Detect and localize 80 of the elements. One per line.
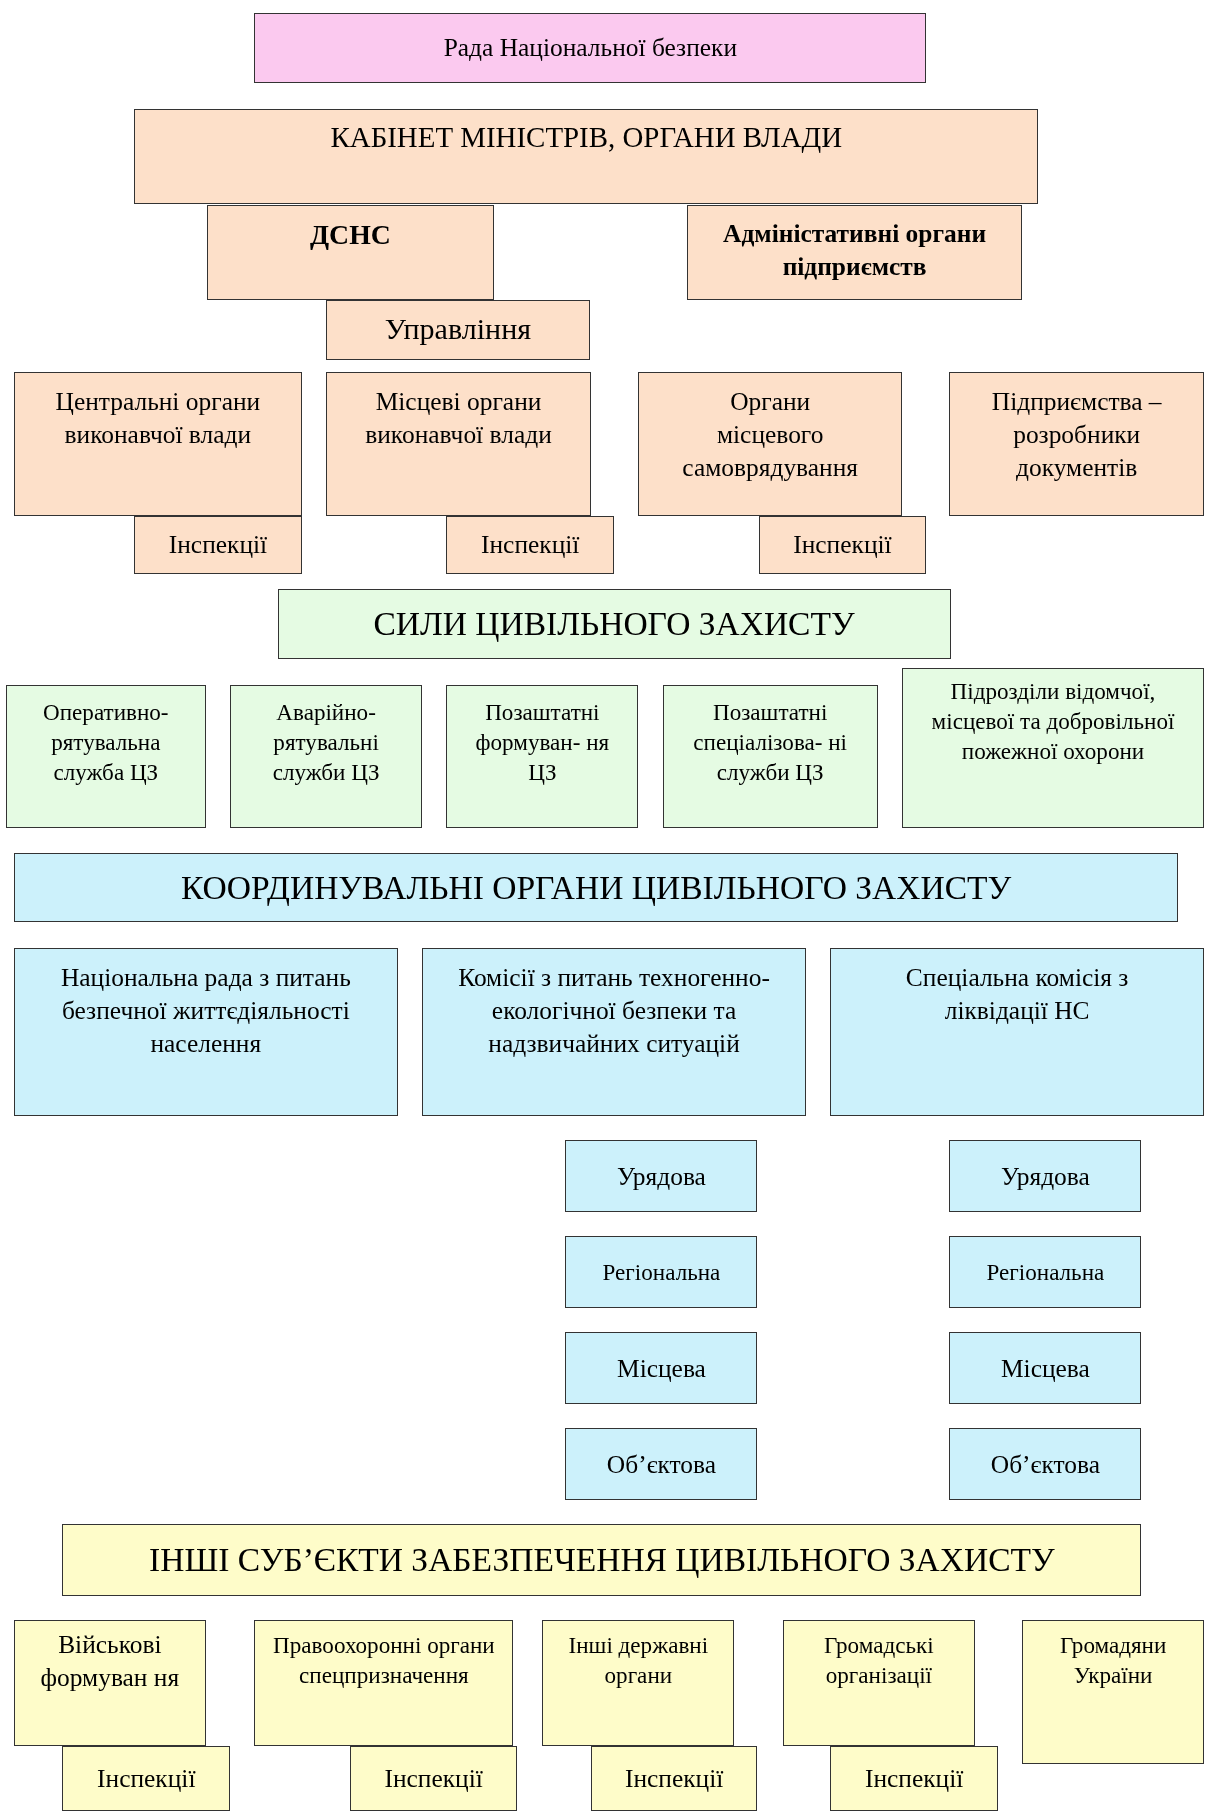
box-text: Урядова <box>617 1160 706 1193</box>
box-text: Інспекції <box>793 529 892 562</box>
org-box <box>758 515 927 574</box>
section-header-box <box>277 588 951 660</box>
org-box <box>949 1236 1142 1308</box>
org-box <box>638 372 902 516</box>
header-box <box>134 108 1039 204</box>
org-box <box>230 684 423 828</box>
org-box <box>542 1620 735 1747</box>
box-text: Інспекції <box>481 529 580 562</box>
box-text: Місцева <box>1000 1352 1090 1385</box>
org-box <box>1022 1620 1204 1764</box>
header-box <box>254 12 927 84</box>
section-header-box <box>62 1524 1142 1596</box>
box-text: Об’єктова <box>990 1448 1100 1481</box>
box-text: Інспекції <box>625 1763 724 1796</box>
box-text: Оперативно-рятувальна служба ЦЗ <box>42 698 170 788</box>
box-text: Підрозділи відомчої, місцевої та добровільної пожежної охорони <box>930 677 1176 767</box>
box-text: Місцеві органи виконавчої влади <box>364 385 553 451</box>
org-box <box>207 204 494 300</box>
box-text: Регіональна <box>602 1258 721 1288</box>
org-box <box>565 1428 758 1500</box>
org-box <box>13 1620 206 1747</box>
org-box <box>326 372 591 516</box>
org-box <box>254 1620 514 1747</box>
box-text: Управління <box>384 311 532 348</box>
box-text: Центральні органи виконавчої влади <box>54 385 262 451</box>
org-box <box>62 1746 231 1811</box>
org-box <box>662 684 878 828</box>
org-box <box>13 372 302 516</box>
org-box <box>350 1746 517 1811</box>
org-box <box>446 515 615 574</box>
org-box <box>949 372 1204 516</box>
box-text: Національна рада з питань безпечної життєдіяльності населення <box>59 961 352 1060</box>
box-text: Об’єктова <box>606 1448 717 1481</box>
org-box <box>830 1746 998 1811</box>
box-text: Урядова <box>1001 1160 1090 1193</box>
box-text: Спеціальна комісія з ліквідації НС <box>904 961 1130 1027</box>
org-box <box>686 204 1023 300</box>
box-text: Інспекції <box>168 529 268 562</box>
org-box <box>5 684 206 828</box>
box-text: Адміністативні органи підприємств <box>722 218 988 284</box>
box-text: Місцева <box>617 1352 706 1385</box>
org-box <box>134 515 302 574</box>
org-box <box>446 684 639 828</box>
box-text: Органи місцевого самоврядування <box>681 385 859 485</box>
box-text: Регіональна <box>986 1258 1105 1288</box>
org-box <box>949 1332 1142 1404</box>
box-text: Військові формуван ня <box>39 1629 181 1695</box>
org-box <box>782 1620 975 1747</box>
box-text: Інспекції <box>864 1763 964 1796</box>
org-box <box>565 1140 758 1212</box>
box-text: СИЛИ ЦИВІЛЬНОГО ЗАХИСТУ <box>373 604 855 645</box>
box-text: Громадяни України <box>1058 1631 1168 1691</box>
org-box <box>565 1332 758 1404</box>
section-header-box <box>13 853 1179 922</box>
box-text: КАБІНЕТ МІНІСТРІВ, ОРГАНИ ВЛАДИ <box>329 119 844 155</box>
org-box <box>13 948 398 1116</box>
org-box <box>949 1428 1142 1500</box>
org-box <box>902 668 1204 828</box>
org-box <box>422 948 806 1116</box>
box-text: КООРДИНУВАЛЬНІ ОРГАНИ ЦИВІЛЬНОГО ЗАХИСТУ <box>181 867 1012 908</box>
box-text: ІНШІ СУБ’ЄКТИ ЗАБЕЗПЕЧЕННЯ ЦИВІЛЬНОГО ЗАХИСТУ <box>149 1540 1055 1581</box>
box-text: Правоохоронні органи спецпризначення <box>272 1631 496 1691</box>
box-text: Позаштатні спеціалізова- ні служби ЦЗ <box>692 698 849 788</box>
box-text: Громадські організації <box>823 1631 935 1691</box>
box-text: Комісії з питань техногенно-екологічної безпеки та надзвичайних ситуацій <box>457 961 771 1060</box>
org-box <box>590 1746 758 1811</box>
box-text: ДСНС <box>309 218 392 253</box>
box-text: Підприємства – розробники документів <box>990 385 1163 485</box>
box-text: Аварійно-рятувальні служби ЦЗ <box>271 698 381 788</box>
box-text: Інспекції <box>97 1763 196 1796</box>
box-text: Інші державні органи <box>567 1631 710 1691</box>
org-box <box>326 299 590 360</box>
org-box <box>565 1236 758 1308</box>
org-box <box>949 1140 1142 1212</box>
box-text: Позаштатні формуван- ня ЦЗ <box>474 698 611 788</box>
box-text: Інспекції <box>384 1763 483 1796</box>
box-text: Рада Національної безпеки <box>443 32 738 65</box>
org-box <box>830 948 1204 1116</box>
